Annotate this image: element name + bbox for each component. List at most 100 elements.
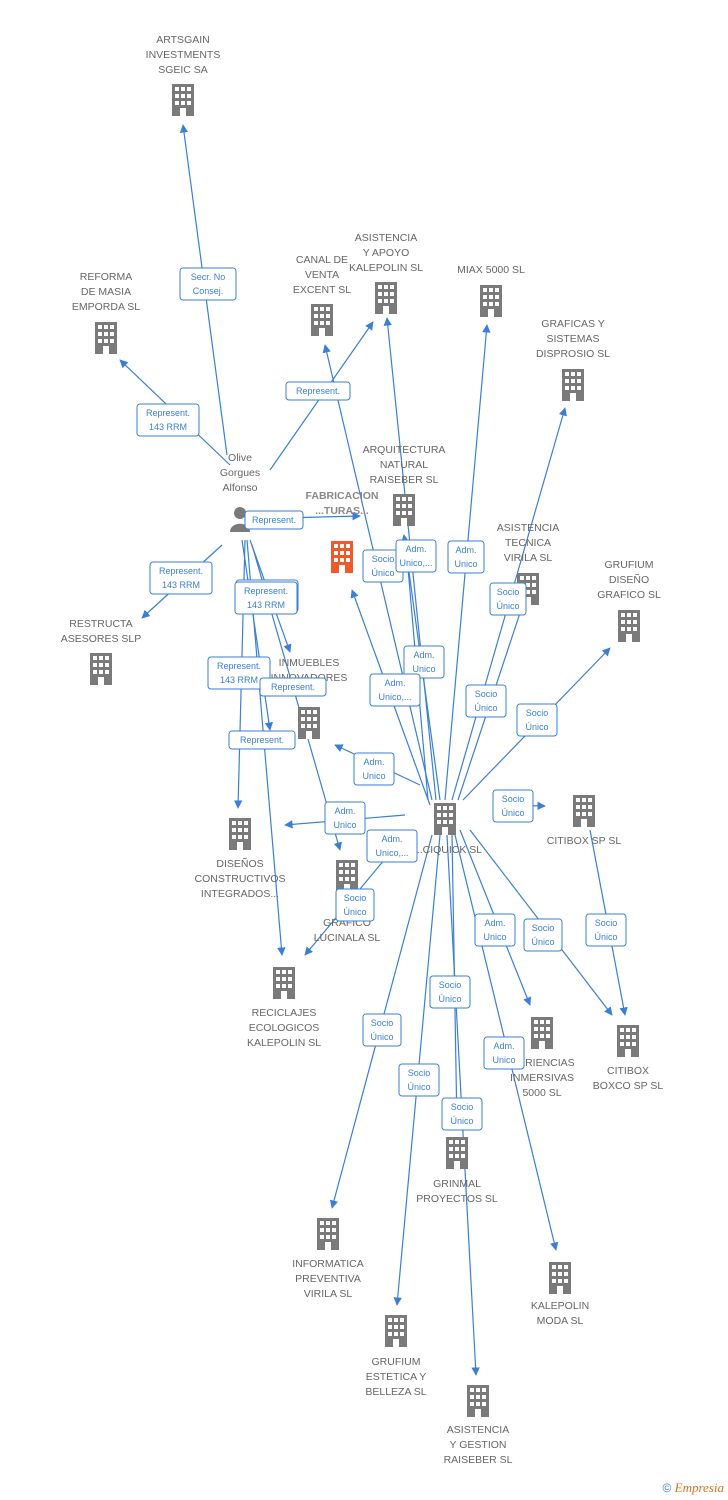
- relation-text: Adm.Unico: [454, 545, 477, 569]
- node-citibox-sp[interactable]: CITIBOX SP SL: [547, 795, 622, 847]
- relation-label[interactable]: Adm.Unico: [324, 801, 366, 835]
- relation-text: Adm.Unico,...: [375, 834, 408, 858]
- building-icon: [317, 1218, 339, 1250]
- relation-text: Represent.: [252, 515, 296, 525]
- building-icon: [617, 1025, 639, 1057]
- relation-label[interactable]: Represent.: [285, 381, 351, 401]
- node-fabricacion[interactable]: FABRICACION...TURAS...: [306, 490, 379, 573]
- node-miax[interactable]: MIAX 5000 SL: [457, 264, 525, 317]
- building-icon: [375, 282, 397, 314]
- relation-label[interactable]: Adm.Unico,...: [366, 829, 418, 863]
- building-icon: [573, 795, 595, 827]
- relation-text: Adm.Unico: [362, 757, 385, 781]
- relation-text: Represent.143 RRM: [146, 408, 190, 432]
- relation-label[interactable]: Represent.143 RRM: [207, 656, 271, 690]
- node-label: CITIBOX SP SL: [547, 835, 622, 847]
- relation-label[interactable]: Represent.143 RRM: [149, 561, 213, 595]
- relation-text: Adm.Unico: [492, 1041, 515, 1065]
- relation-text: Adm.Unico,...: [378, 678, 411, 702]
- node-inmuebles[interactable]: INMUEBLESINNOVADORES: [271, 657, 348, 739]
- relation-label[interactable]: Adm.Unico: [483, 1036, 525, 1070]
- relation-text: Adm.Unico: [412, 650, 435, 674]
- relation-label[interactable]: Represent.: [259, 677, 327, 697]
- relation-text: Represent.: [271, 682, 315, 692]
- relation-text: Represent.143 RRM: [244, 586, 288, 610]
- relation-label[interactable]: Adm.Unico: [447, 540, 485, 574]
- relation-label[interactable]: Represent.: [228, 730, 296, 750]
- building-icon: [172, 84, 194, 116]
- building-icon: [95, 322, 117, 354]
- relation-label[interactable]: Adm.Unico: [353, 752, 395, 786]
- footer-brand[interactable]: © Empresia: [662, 1480, 724, 1496]
- building-icon: [446, 1137, 468, 1169]
- node-label: ...CIQUICK SL: [414, 844, 482, 856]
- relation-label[interactable]: Represent.143 RRM: [234, 581, 298, 615]
- node-ciquick[interactable]: ...CIQUICK SL: [414, 803, 482, 856]
- relation-label[interactable]: Adm.Unico: [403, 645, 445, 679]
- building-icon: [229, 818, 251, 850]
- building-icon: [618, 610, 640, 642]
- relation-text: Adm.Unico,...: [399, 544, 432, 568]
- building-icon: [393, 494, 415, 526]
- relation-label[interactable]: Adm.Unico,...: [369, 673, 421, 707]
- copyright-mark: ©: [662, 1481, 672, 1495]
- relation-label[interactable]: Represent.143 RRM: [136, 403, 200, 437]
- relation-label[interactable]: Adm.Unico: [474, 913, 516, 947]
- empresia-logo: Empresia: [674, 1480, 724, 1495]
- node-label: FABRICACION...TURAS...: [306, 490, 379, 517]
- relation-label[interactable]: Adm.Unico,...: [395, 539, 437, 573]
- relation-text: Represent.: [296, 386, 340, 396]
- relation-label[interactable]: Represent.: [244, 510, 304, 530]
